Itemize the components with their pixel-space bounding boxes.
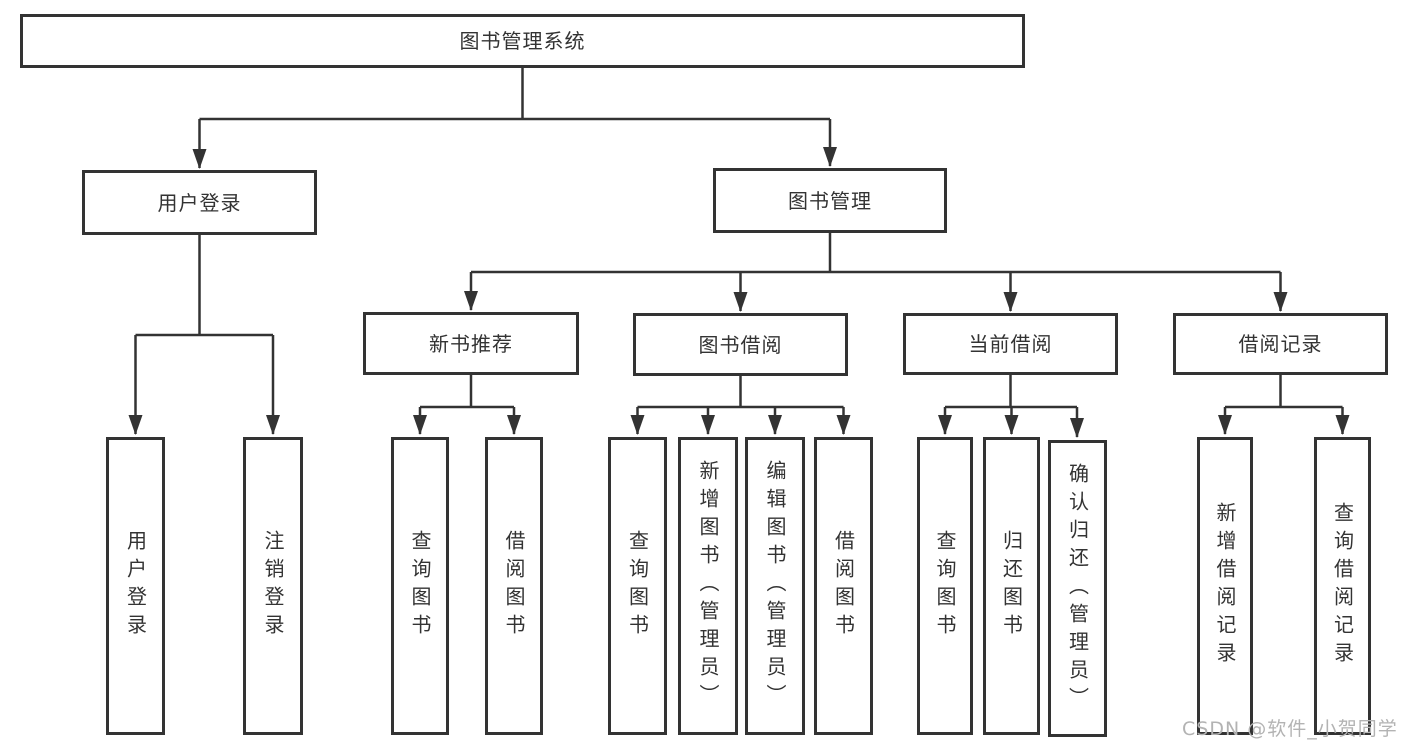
node-leaf-return-books: 归还图书 (983, 437, 1040, 735)
node-leaf-query-borrow-record: 查询借阅记录 (1314, 437, 1371, 735)
node-borrow-records: 借阅记录 (1173, 313, 1388, 375)
node-leaf-edit-books: 编辑图书（管理员） (745, 437, 805, 735)
node-book-borrow: 图书借阅 (633, 313, 848, 376)
node-user-login: 用户登录 (82, 170, 317, 235)
node-leaf-query-books-borrow: 查询图书 (608, 437, 667, 735)
node-leaf-borrow-books-rec: 借阅图书 (485, 437, 543, 735)
edge-book-borrow-split (630, 374, 851, 435)
edge-book-mgmt-split (464, 231, 1288, 312)
node-root: 图书管理系统 (20, 14, 1025, 68)
node-leaf-logout: 注销登录 (243, 437, 303, 735)
node-leaf-add-books: 新增图书（管理员） (678, 437, 738, 735)
edge-new-book-rec-split (413, 373, 521, 435)
node-leaf-borrow-books: 借阅图书 (814, 437, 873, 735)
node-leaf-add-borrow-record: 新增借阅记录 (1197, 437, 1253, 735)
edge-user-login-split (128, 233, 280, 435)
node-new-book-rec: 新书推荐 (363, 312, 579, 375)
edge-current-borrow-split (938, 373, 1084, 438)
watermark: CSDN @软件_小贺同学 (1182, 718, 1398, 740)
node-leaf-confirm-return: 确认归还（管理员） (1048, 440, 1107, 737)
node-current-borrow: 当前借阅 (903, 313, 1118, 375)
node-leaf-user-login: 用户登录 (106, 437, 165, 735)
node-leaf-query-books-rec: 查询图书 (391, 437, 449, 735)
edge-borrow-records-split (1218, 373, 1350, 435)
edge-root-split (192, 66, 837, 169)
node-leaf-query-books-current: 查询图书 (917, 437, 973, 735)
node-book-mgmt: 图书管理 (713, 168, 947, 233)
